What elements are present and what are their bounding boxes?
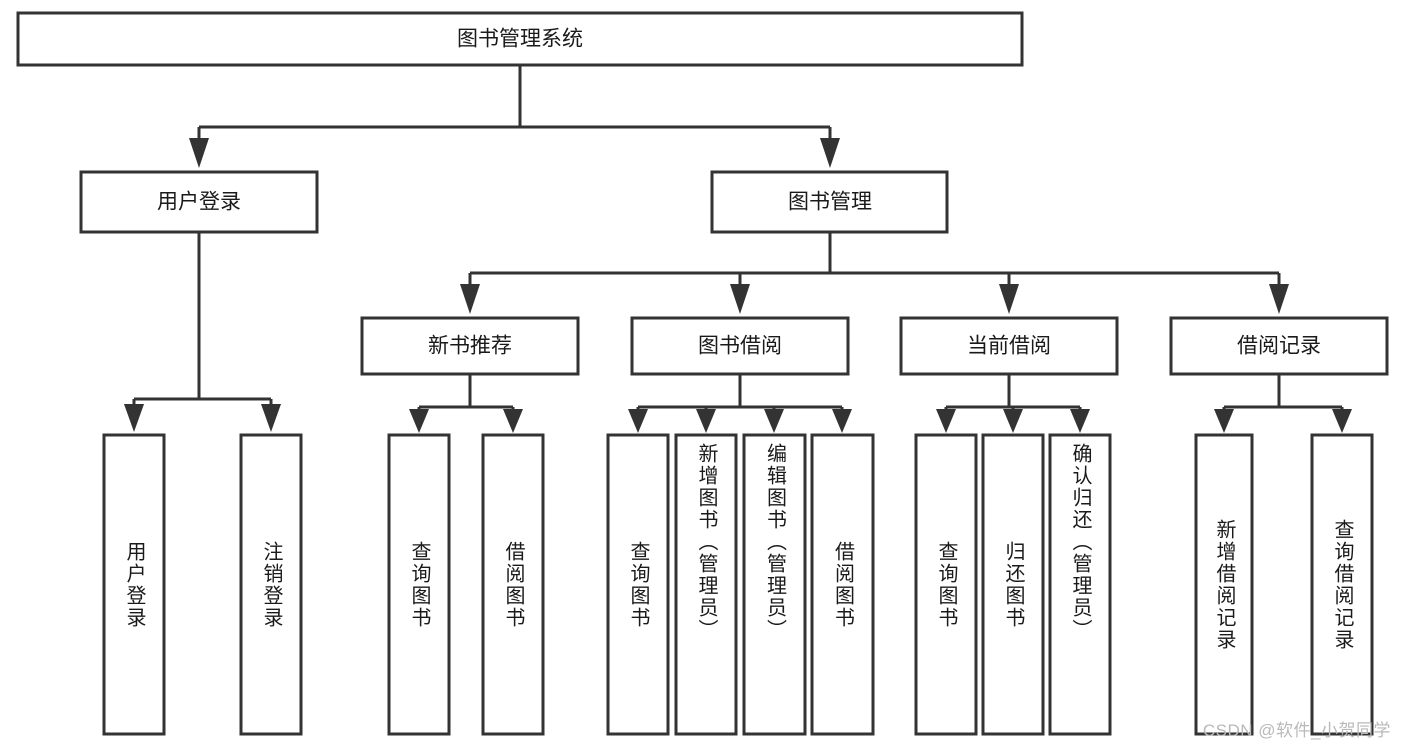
connector-group-current-borrow — [936, 374, 1090, 433]
node-label-book-manage: 图书管理 — [788, 191, 872, 214]
node-box-borrow-record[interactable] — [1169, 316, 1389, 376]
arrow-head-book-borrow-leaf-1 — [628, 409, 648, 433]
arrow-head-user-login-leaf-1 — [124, 404, 144, 432]
node-label-new-book: 新书推荐 — [428, 335, 512, 358]
node-box-leaf-user-login[interactable] — [102, 433, 166, 736]
connector-group-book-borrow — [628, 374, 852, 433]
node-box-leaf-query-book-1[interactable] — [387, 433, 451, 736]
connector-group-new-book — [409, 374, 523, 433]
node-box-leaf-query-book-2[interactable] — [606, 433, 670, 736]
arrow-head-borrow-record-leaf-1 — [1214, 409, 1234, 433]
arrow-head-book-manage — [820, 138, 840, 168]
arrow-head-current-borrow-leaf-3 — [1070, 409, 1090, 433]
node-box-leaf-query-borrow-record[interactable] — [1310, 433, 1374, 736]
arrow-head-book-borrow-leaf-4 — [832, 409, 852, 433]
arrow-head-borrow-record-leaf-2 — [1332, 409, 1352, 433]
arrow-head-book-borrow-leaf-3 — [764, 409, 784, 433]
arrow-head-book-borrow-leaf-2 — [696, 409, 716, 433]
node-box-current-borrow[interactable] — [899, 316, 1119, 376]
arrow-head-new-book — [460, 284, 480, 314]
node-label-root: 图书管理系统 — [457, 28, 583, 51]
connector-group-user-login — [124, 232, 281, 432]
node-box-user-login[interactable] — [79, 170, 319, 234]
arrow-head-current-borrow-leaf-2 — [1003, 409, 1023, 433]
node-box-leaf-add-borrow-record[interactable] — [1194, 433, 1254, 736]
arrow-head-current-borrow-leaf-1 — [936, 409, 956, 433]
node-box-leaf-confirm-return-admin[interactable] — [1048, 433, 1112, 736]
node-box-leaf-query-book-3[interactable] — [914, 433, 978, 736]
node-box-book-manage[interactable] — [710, 170, 949, 234]
connector-group-root — [189, 65, 840, 168]
node-label-borrow-record: 借阅记录 — [1237, 335, 1321, 358]
node-label-book-borrow: 图书借阅 — [698, 335, 782, 358]
node-label-current-borrow: 当前借阅 — [967, 335, 1051, 358]
node-box-leaf-user-logout[interactable] — [239, 433, 303, 736]
node-box-root[interactable] — [16, 11, 1024, 67]
node-box-leaf-return-book[interactable] — [981, 433, 1045, 736]
node-label-user-login: 用户登录 — [157, 191, 241, 214]
node-box-book-borrow[interactable] — [630, 316, 850, 376]
arrow-head-user-login-leaf-2 — [261, 404, 281, 432]
node-box-leaf-edit-book-admin[interactable] — [742, 433, 807, 736]
node-box-leaf-borrow-book-1[interactable] — [481, 433, 545, 736]
arrow-head-new-book-leaf-1 — [409, 409, 429, 433]
node-box-leaf-add-book-admin[interactable] — [674, 433, 738, 736]
node-box-leaf-borrow-book-2[interactable] — [810, 433, 875, 736]
arrow-head-current-borrow — [999, 284, 1019, 314]
arrow-head-book-borrow — [730, 284, 750, 314]
connector-group-book-manage — [460, 232, 1289, 314]
arrow-head-user-login — [189, 138, 209, 168]
csdn-watermark: CSDN @软件_小贺同学 — [1202, 721, 1391, 740]
node-box-new-book[interactable] — [360, 316, 580, 376]
arrow-head-new-book-leaf-2 — [503, 409, 523, 433]
arrow-head-borrow-record — [1269, 284, 1289, 314]
connector-group-borrow-record — [1214, 374, 1352, 433]
